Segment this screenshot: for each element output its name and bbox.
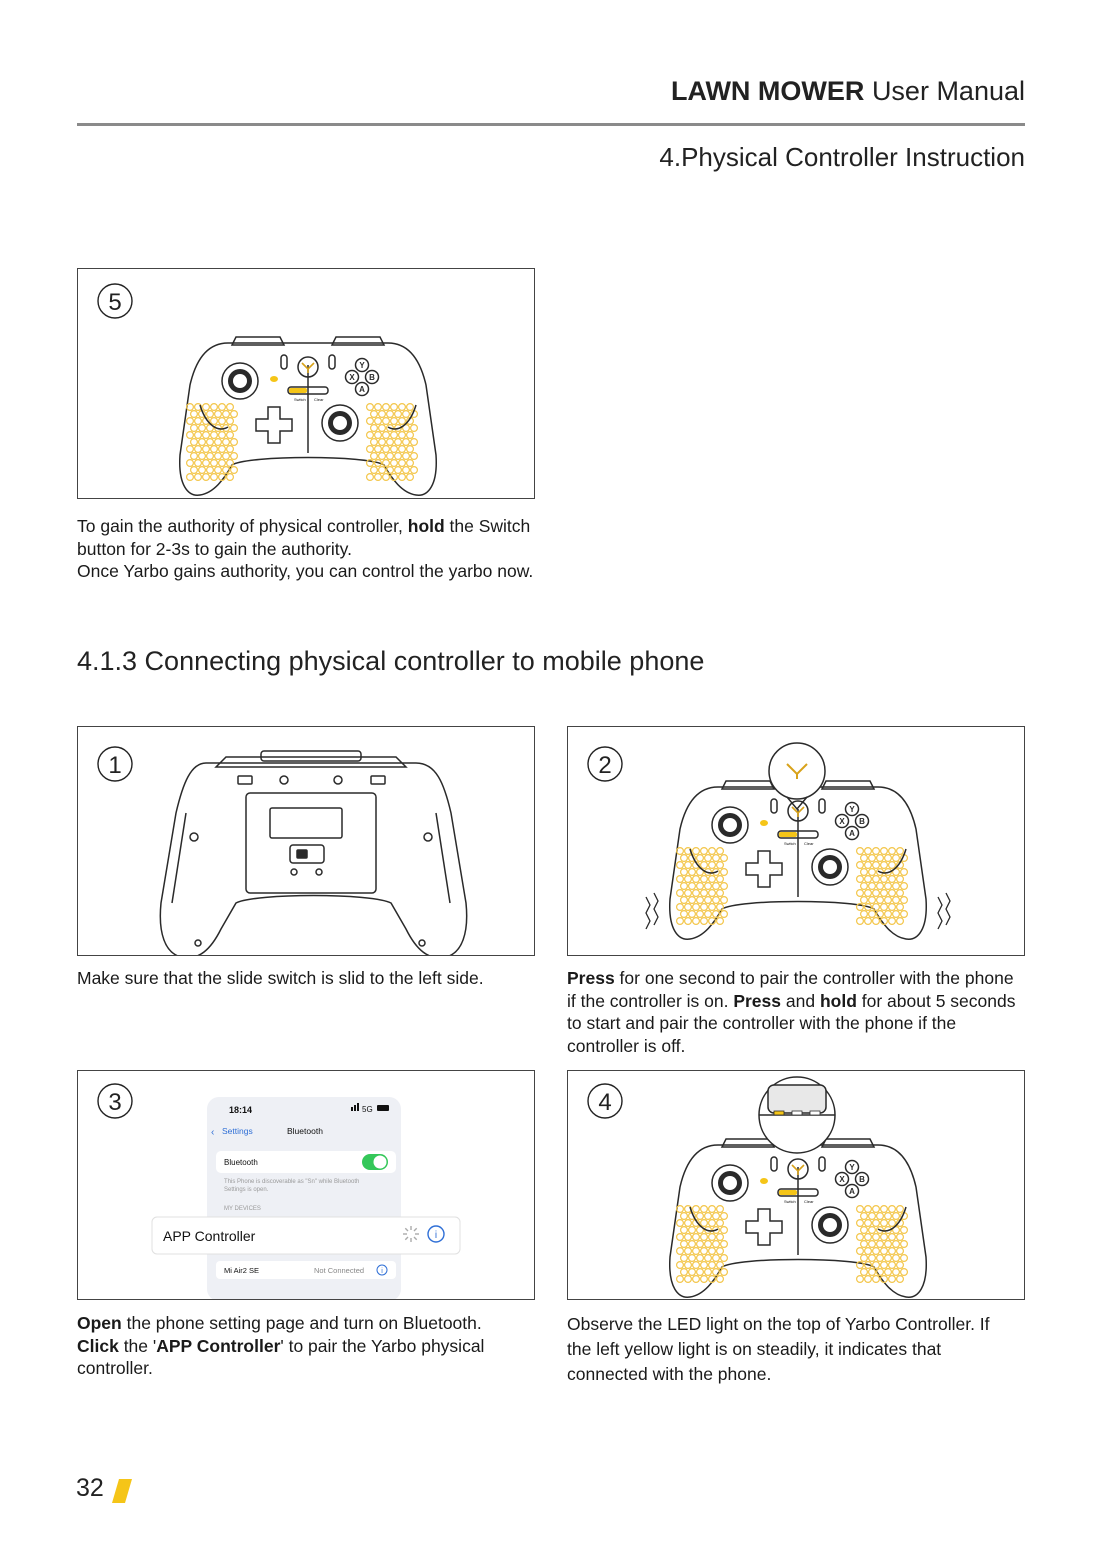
step3-figure: 3 18:14 5G ‹ Settings Bluetooth Bluetoot… [77,1070,535,1300]
phone-time: 18:14 [229,1105,252,1115]
svg-text:Y: Y [359,361,365,370]
step2-illustration: 2 Switch Clear YX BA [587,742,951,940]
step3-illustration: 3 18:14 5G ‹ Settings Bluetooth Bluetoot… [97,1083,461,1299]
controller-front-illustration: Switch Clear YX BA [669,1138,927,1298]
bluetooth-row-label: Bluetooth [224,1158,258,1167]
settings-back-link: Settings [222,1126,253,1136]
back-chevron-icon: ‹ [211,1127,214,1138]
header-brand: LAWN MOWER [670,76,865,106]
vibration-right-icon [937,892,951,930]
step-badge-circle [97,283,133,319]
discoverable-note-1: This Phone is discoverable as "Sn" while… [224,1179,359,1185]
network-label: 5G [362,1105,373,1114]
app-controller-row [151,1216,461,1255]
controller-front-illustration: Switch Clear YX BA [669,780,927,940]
svg-text:Clear: Clear [314,397,324,402]
toggle-knob [373,1155,387,1169]
loading-spinner-icon [403,1226,419,1242]
my-devices-label: MY DEVICES [224,1206,261,1212]
page-number: 32 [76,1474,104,1502]
header-doc: User Manual [871,76,1025,106]
step5-illustration: 5 Switch Clear YX BA [97,283,437,496]
subsection-heading: 4.1.3 Connecting physical controller to … [77,646,705,676]
step-badge-circle [97,1083,133,1119]
svg-text:Y: Y [849,1163,855,1172]
step-badge-number: 4 [598,1089,611,1116]
step5-caption: To gain the authority of physical contro… [77,516,534,581]
info-icon: i [427,1225,445,1243]
home-button-zoom [768,742,826,811]
phone-screen-title: Bluetooth [287,1126,323,1136]
svg-text:Clear: Clear [804,1199,814,1204]
bluetooth-row [216,1151,396,1173]
svg-text:B: B [859,1175,865,1184]
signal-icon [351,1103,359,1111]
svg-text:Y: Y [849,805,855,814]
controller-back-illustration [159,750,468,955]
step-badge-circle [97,746,133,782]
svg-text:Switch: Switch [784,1199,796,1204]
svg-text:Clear: Clear [804,841,814,846]
app-controller-label: APP Controller [163,1228,256,1244]
other-device-row [216,1261,396,1279]
step1-illustration: 1 [97,746,468,955]
svg-text:X: X [839,1175,845,1184]
step-badge-number: 5 [108,289,121,316]
svg-text:A: A [849,829,855,838]
running-header: LAWN MOWER User Manual [671,76,1025,107]
discoverable-note-2: Settings is open. [224,1187,269,1193]
step4-caption: Observe the LED light on the top of Yarb… [567,1314,990,1384]
battery-icon [377,1105,389,1111]
svg-text:X: X [839,817,845,826]
svg-text:Switch: Switch [294,397,306,402]
step1-figure: 1 [77,726,535,956]
step-badge-circle [587,746,623,782]
step1-caption: Make sure that the slide switch is slid … [77,968,484,988]
svg-text:B: B [369,373,375,382]
svg-text:X: X [349,373,355,382]
led-yellow-light [773,1110,785,1116]
svg-text:A: A [359,385,365,394]
svg-text:A: A [849,1187,855,1196]
step4-illustration: 4 Switch Clear YX BA [587,1076,927,1298]
step2-caption: Press for one second to pair the control… [567,968,1016,1056]
section-title: 4.Physical Controller Instruction [659,142,1025,172]
other-device-status: Not Connected [314,1266,364,1275]
svg-text:Switch: Switch [784,841,796,846]
step-badge-number: 1 [108,752,121,779]
controller-front-illustration: Switch Clear YX BA [179,336,437,496]
other-device-name: Mi Air2 SE [224,1266,259,1275]
led-zoom [758,1076,836,1154]
header-rule [77,123,1025,126]
vibration-left-icon [645,892,659,930]
svg-text:i: i [381,1268,383,1275]
step-badge-number: 2 [598,752,611,779]
step-badge-number: 3 [108,1089,121,1116]
step-badge-circle [587,1083,623,1119]
step3-caption: Open the phone setting page and turn on … [77,1313,485,1378]
svg-text:i: i [435,1230,437,1241]
svg-text:B: B [859,817,865,826]
page-accent-mark [112,1479,132,1503]
info-icon: i [376,1264,388,1276]
